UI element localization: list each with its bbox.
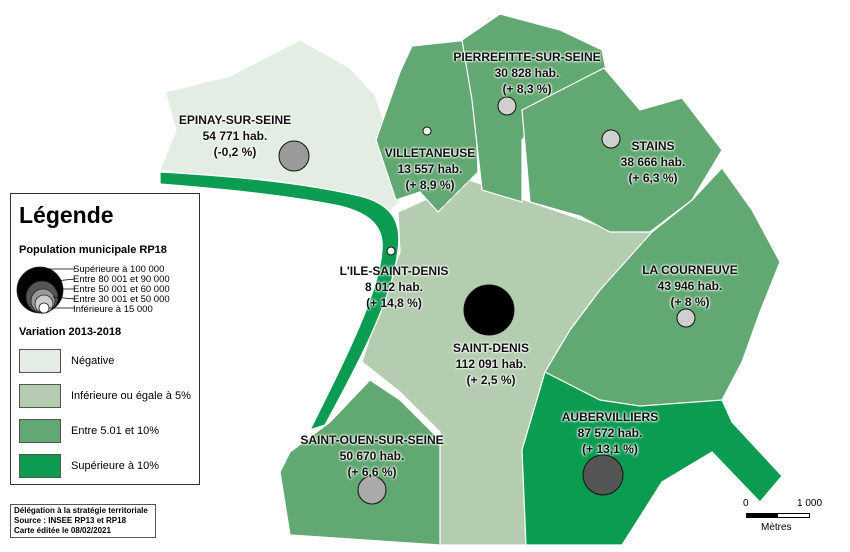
- legend-sizes: Supérieure à 100 000 Entre 80 001 et 90 …: [73, 265, 170, 315]
- legend-size-label: Entre 30 001 et 50 000: [73, 294, 170, 305]
- legend-class-label: Négative: [71, 355, 115, 367]
- label-aubervilliers: AUBERVILLIERS 87 572 hab. (+ 13,1 %): [562, 409, 658, 457]
- label-stains: STAINS 38 666 hab. (+ 6,3 %): [621, 138, 686, 186]
- commune-population: 50 670 hab.: [339, 449, 405, 463]
- credit-line: Carte éditée le 08/02/2021: [14, 526, 111, 535]
- population-circle-epinay: [278, 140, 310, 172]
- legend-swatch-mid: [19, 419, 61, 443]
- label-pierrefitte: PIERREFITTE-SUR-SEINE 30 828 hab. (+ 8,3 %…: [453, 49, 600, 97]
- commune-population: 38 666 hab.: [620, 155, 686, 169]
- label-saint-denis: SAINT-DENIS 112 091 hab. (+ 2,5 %): [453, 340, 529, 388]
- legend-size-label: Supérieure à 100 000: [73, 264, 165, 275]
- scale-unit: Mètres: [761, 522, 792, 533]
- legend-swatch-low: [19, 384, 61, 408]
- legend: Légende Population municipale RP18 Supér…: [10, 193, 200, 485]
- credit-line: Source : INSEE RP13 et RP18: [14, 516, 127, 525]
- commune-saint-ouen[interactable]: [279, 379, 441, 546]
- commune-variation: (+ 8,3 %): [502, 82, 552, 96]
- commune-name: AUBERVILLIERS: [561, 410, 659, 424]
- commune-population: 112 091 hab.: [455, 357, 527, 371]
- commune-variation: (+ 6,3 %): [628, 171, 678, 185]
- commune-population: 87 572 hab.: [577, 426, 643, 440]
- label-la-courneuve: LA COURNEUVE 43 946 hab. (+ 8 %): [642, 262, 738, 310]
- commune-name: L'ILE-SAINT-DENIS: [339, 264, 449, 278]
- legend-class-label: Supérieure à 10%: [71, 460, 160, 472]
- population-circle-stains: [601, 129, 621, 149]
- legend-size-label: Entre 50 001 et 60 000: [73, 284, 170, 295]
- commune-name: PIERREFITTE-SUR-SEINE: [453, 50, 601, 64]
- population-circle-saint-ouen: [357, 475, 387, 505]
- population-circle-la-courneuve: [676, 308, 696, 328]
- commune-variation: (-0,2 %): [213, 145, 257, 159]
- legend-population-title: Population municipale RP18: [19, 244, 167, 256]
- credits: Délégation à la stratégie territoriale S…: [10, 504, 156, 538]
- commune-name: SAINT-OUEN-SUR-SEINE: [300, 433, 444, 447]
- scale-end: 1 000: [797, 498, 823, 509]
- label-villetaneuse: VILLETANEUSE 13 557 hab. (+ 8,9 %): [385, 145, 475, 193]
- commune-variation: (+ 8 %): [670, 295, 710, 309]
- population-circle-saint-denis: [463, 284, 515, 336]
- commune-population: 13 557 hab.: [397, 162, 463, 176]
- commune-variation: (+ 8,9 %): [405, 178, 455, 192]
- legend-swatch-negative: [19, 349, 61, 373]
- commune-name: EPINAY-SUR-SEINE: [178, 113, 292, 127]
- commune-aubervilliers[interactable]: [521, 371, 783, 546]
- commune-variation: (+ 13,1 %): [582, 442, 638, 456]
- population-circle-ile-saint-denis: [386, 246, 396, 256]
- scale-bar: [746, 513, 810, 518]
- proportional-circles-icon: [16, 266, 75, 314]
- legend-size-label: Inférieure à 15 000: [73, 304, 153, 315]
- commune-population: 8 012 hab.: [364, 280, 424, 294]
- legend-class-label: Inférieure ou égale à 5%: [71, 390, 191, 402]
- commune-variation: (+ 6,6 %): [347, 465, 397, 479]
- commune-name: SAINT-DENIS: [452, 341, 530, 355]
- credit-line: Délégation à la stratégie territoriale: [14, 506, 148, 515]
- commune-variation: (+ 14,8 %): [366, 296, 422, 310]
- legend-swatch-high: [19, 454, 61, 478]
- population-circle-aubervilliers: [582, 454, 624, 496]
- commune-population: 30 828 hab.: [494, 66, 560, 80]
- label-ile-saint-denis: L'ILE-SAINT-DENIS 8 012 hab. (+ 14,8 %): [340, 263, 449, 311]
- scale-start: 0: [743, 498, 749, 509]
- legend-class-label: Entre 5.01 et 10%: [71, 425, 160, 437]
- commune-epinay[interactable]: [159, 39, 401, 216]
- commune-name: LA COURNEUVE: [642, 263, 738, 277]
- commune-population: 43 946 hab.: [657, 279, 723, 293]
- label-saint-ouen: SAINT-OUEN-SUR-SEINE 50 670 hab. (+ 6,6 %): [300, 432, 443, 480]
- commune-name: VILLETANEUSE: [384, 146, 476, 160]
- commune-ile-saint-denis[interactable]: [159, 171, 400, 432]
- population-circle-pierrefitte: [497, 96, 517, 116]
- legend-size-label: Entre 80 001 et 90 000: [73, 274, 170, 285]
- legend-variation-title: Variation 2013-2018: [19, 326, 122, 338]
- label-epinay: EPINAY-SUR-SEINE 54 771 hab. (-0,2 %): [179, 112, 291, 160]
- legend-title: Légende: [19, 202, 114, 228]
- population-circle-villetaneuse: [422, 126, 432, 136]
- commune-variation: (+ 2,5 %): [466, 373, 516, 387]
- commune-name: STAINS: [631, 139, 675, 153]
- commune-population: 54 771 hab.: [202, 129, 268, 143]
